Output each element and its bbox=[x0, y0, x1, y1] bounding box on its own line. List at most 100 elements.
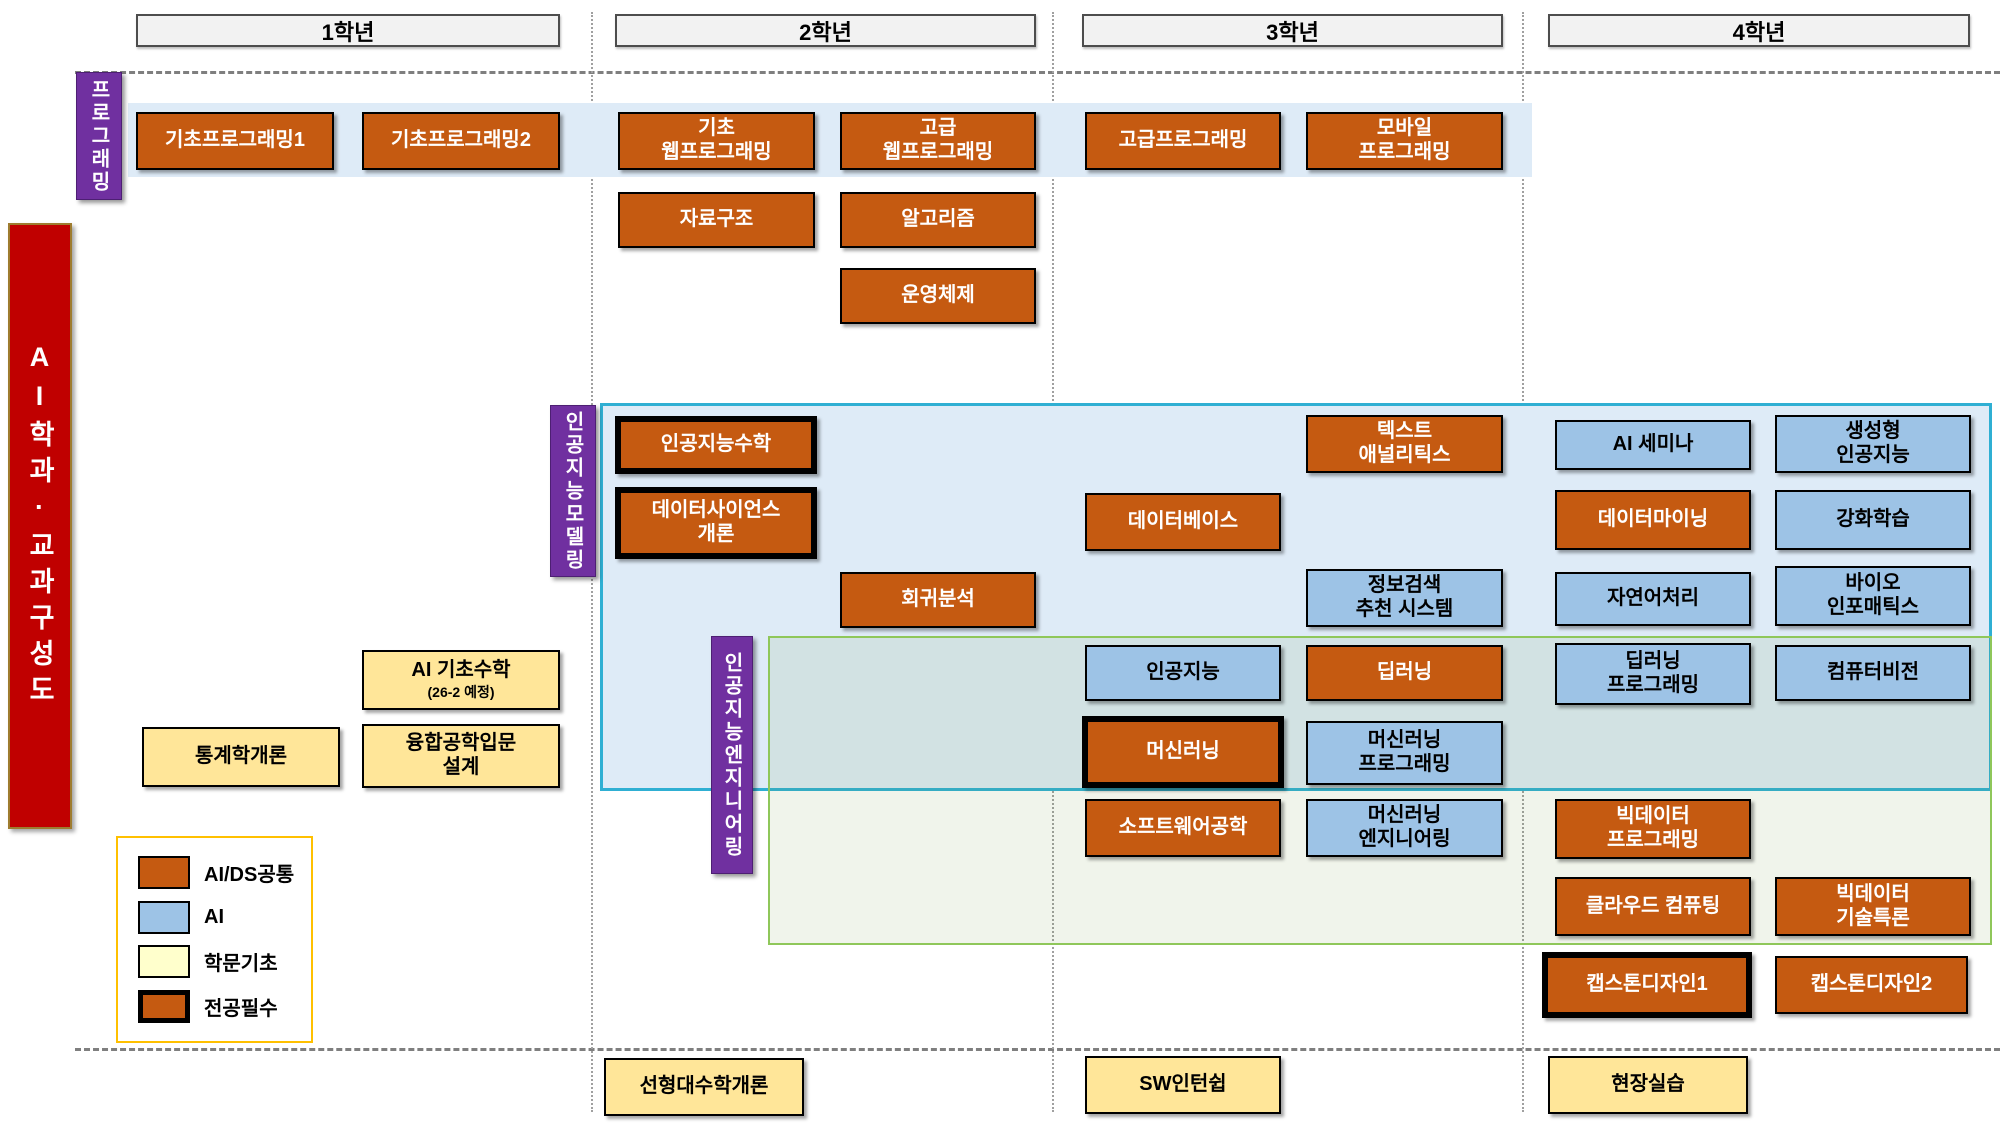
dashed-divider-top bbox=[75, 71, 2000, 74]
course-box: 데이터사이언스 개론 bbox=[615, 487, 817, 559]
course-label: 융합공학입문 설계 bbox=[405, 732, 517, 778]
course-box: 컴퓨터비전 bbox=[1775, 645, 1971, 701]
course-label: 머신러닝 프로그래밍 bbox=[1358, 729, 1451, 775]
course-box: AI 세미나 bbox=[1555, 420, 1751, 470]
year-header-3-label: 3학년 bbox=[1266, 19, 1319, 45]
course-box: 빅데이터 프로그래밍 bbox=[1555, 799, 1751, 859]
course-box: 딥러닝 bbox=[1306, 645, 1503, 701]
course-label: 캡스톤디자인2 bbox=[1810, 973, 1933, 996]
course-label: 소프트웨어공학 bbox=[1118, 816, 1248, 839]
track-label-programming: 프로그래밍 bbox=[76, 72, 122, 200]
course-label: 딥러닝 프로그래밍 bbox=[1607, 650, 1699, 696]
course-box: 인공지능수학 bbox=[615, 416, 817, 474]
legend: AI/DS공통 AI 학문기초 전공필수 bbox=[116, 836, 313, 1043]
track-label-ai-engineering: 인공지능엔지니어링 bbox=[711, 636, 753, 874]
course-box: 인공지능 bbox=[1085, 645, 1281, 701]
course-box: SW인턴쉽 bbox=[1085, 1056, 1281, 1114]
year-header-1-label: 1학년 bbox=[321, 19, 375, 45]
course-label: 머신러닝 엔지니어링 bbox=[1358, 804, 1451, 850]
course-label: AI 기초수학 bbox=[411, 659, 511, 682]
course-box: 기초프로그래밍2 bbox=[362, 112, 560, 170]
course-box: 클라우드 컴퓨팅 bbox=[1555, 877, 1751, 936]
course-box: 캡스톤디자인2 bbox=[1775, 956, 1968, 1014]
course-box: 머신러닝 bbox=[1082, 716, 1284, 788]
course-label: 정보검색 추천 시스템 bbox=[1355, 574, 1454, 620]
legend-item-required: 전공필수 bbox=[138, 990, 311, 1024]
course-label: 현장실습 bbox=[1611, 1073, 1685, 1096]
course-label: 바이오 인포매틱스 bbox=[1827, 572, 1919, 618]
course-label: 컴퓨터비전 bbox=[1827, 661, 1919, 684]
course-label: SW인턴쉽 bbox=[1139, 1073, 1227, 1096]
course-label: 딥러닝 bbox=[1376, 661, 1433, 684]
course-label: 알고리즘 bbox=[901, 208, 975, 231]
course-box: 소프트웨어공학 bbox=[1085, 799, 1281, 857]
course-label: 텍스트 애널리틱스 bbox=[1358, 420, 1451, 466]
course-box: 캡스톤디자인1 bbox=[1542, 952, 1752, 1018]
course-box: 바이오 인포매틱스 bbox=[1775, 566, 1971, 626]
course-label: 강화학습 bbox=[1836, 508, 1910, 531]
course-sublabel: (26-2 예정) bbox=[427, 684, 495, 701]
course-label: 자연어처리 bbox=[1607, 587, 1699, 610]
course-label: 데이터사이언스 개론 bbox=[651, 499, 781, 545]
dashed-divider-bottom bbox=[75, 1048, 2000, 1051]
year-header-4-label: 4학년 bbox=[1732, 19, 1786, 45]
course-label: 캡스톤디자인1 bbox=[1586, 973, 1708, 996]
course-box: 자연어처리 bbox=[1555, 572, 1751, 626]
course-label: 회귀분석 bbox=[901, 588, 975, 611]
course-box: 기초프로그래밍1 bbox=[136, 112, 334, 170]
year-header-2: 2학년 bbox=[615, 14, 1036, 47]
course-box: 빅데이터 기술특론 bbox=[1775, 877, 1971, 936]
legend-swatch-common bbox=[138, 855, 190, 889]
course-box: 정보검색 추천 시스템 bbox=[1306, 569, 1503, 627]
course-box: 기초 웹프로그래밍 bbox=[618, 112, 815, 170]
year-header-1: 1학년 bbox=[136, 14, 560, 47]
course-box: 머신러닝 엔지니어링 bbox=[1306, 799, 1503, 857]
year-header-4: 4학년 bbox=[1548, 14, 1970, 47]
course-box: 데이터마이닝 bbox=[1555, 490, 1751, 550]
course-box: 고급 웹프로그래밍 bbox=[840, 112, 1036, 170]
course-label: 고급 웹프로그래밍 bbox=[882, 117, 994, 163]
legend-label-required: 전공필수 bbox=[204, 998, 278, 1021]
year-header-2-label: 2학년 bbox=[799, 19, 852, 45]
course-label: 기초프로그래밍1 bbox=[165, 129, 305, 152]
legend-item-foundation: 학문기초 bbox=[138, 945, 311, 979]
year-header-3: 3학년 bbox=[1082, 14, 1503, 47]
course-label: 생성형 인공지능 bbox=[1836, 420, 1910, 466]
course-box: 텍스트 애널리틱스 bbox=[1306, 415, 1503, 473]
course-box: 통계학개론 bbox=[142, 727, 340, 787]
legend-item-common: AI/DS공통 bbox=[138, 855, 311, 889]
course-box: 운영체제 bbox=[840, 268, 1036, 324]
course-box: 선형대수학개론 bbox=[604, 1058, 804, 1116]
course-label: 고급프로그래밍 bbox=[1118, 129, 1248, 152]
course-box: 자료구조 bbox=[618, 192, 815, 248]
course-box: 고급프로그래밍 bbox=[1085, 112, 1281, 170]
course-label: 기초 웹프로그래밍 bbox=[661, 117, 772, 163]
course-box: 생성형 인공지능 bbox=[1775, 415, 1971, 473]
course-box: AI 기초수학 (26-2 예정) bbox=[362, 650, 560, 710]
course-label: 머신러닝 bbox=[1146, 740, 1220, 763]
course-box: 현장실습 bbox=[1548, 1056, 1748, 1114]
course-label: AI 세미나 bbox=[1612, 433, 1694, 456]
course-box: 모바일 프로그래밍 bbox=[1306, 112, 1503, 170]
ai-modeling-region bbox=[600, 403, 1992, 791]
legend-label-common: AI/DS공통 bbox=[204, 863, 295, 886]
track-label-ai-modeling: 인공지능모델링 bbox=[550, 405, 596, 577]
legend-label-ai: AI bbox=[204, 905, 224, 928]
legend-label-foundation: 학문기초 bbox=[204, 953, 278, 976]
course-label: 클라우드 컴퓨팅 bbox=[1585, 894, 1721, 917]
course-label: 선형대수학개론 bbox=[639, 1075, 769, 1098]
course-label: 통계학개론 bbox=[195, 745, 287, 768]
course-label: 기초프로그래밍2 bbox=[391, 129, 531, 152]
course-label: 데이터베이스 bbox=[1127, 510, 1239, 533]
course-label: 빅데이터 프로그래밍 bbox=[1607, 805, 1699, 851]
legend-swatch-ai bbox=[138, 900, 190, 934]
course-label: 인공지능 bbox=[1146, 661, 1220, 684]
legend-swatch-required bbox=[138, 990, 190, 1024]
diagram-title: AI학과·교과구성도 bbox=[8, 223, 72, 829]
course-box: 회귀분석 bbox=[840, 572, 1036, 628]
course-box: 머신러닝 프로그래밍 bbox=[1306, 721, 1503, 785]
course-box: 데이터베이스 bbox=[1085, 493, 1281, 551]
course-box: 강화학습 bbox=[1775, 490, 1971, 550]
course-label: 모바일 프로그래밍 bbox=[1358, 117, 1451, 163]
course-label: 빅데이터 기술특론 bbox=[1836, 882, 1910, 929]
